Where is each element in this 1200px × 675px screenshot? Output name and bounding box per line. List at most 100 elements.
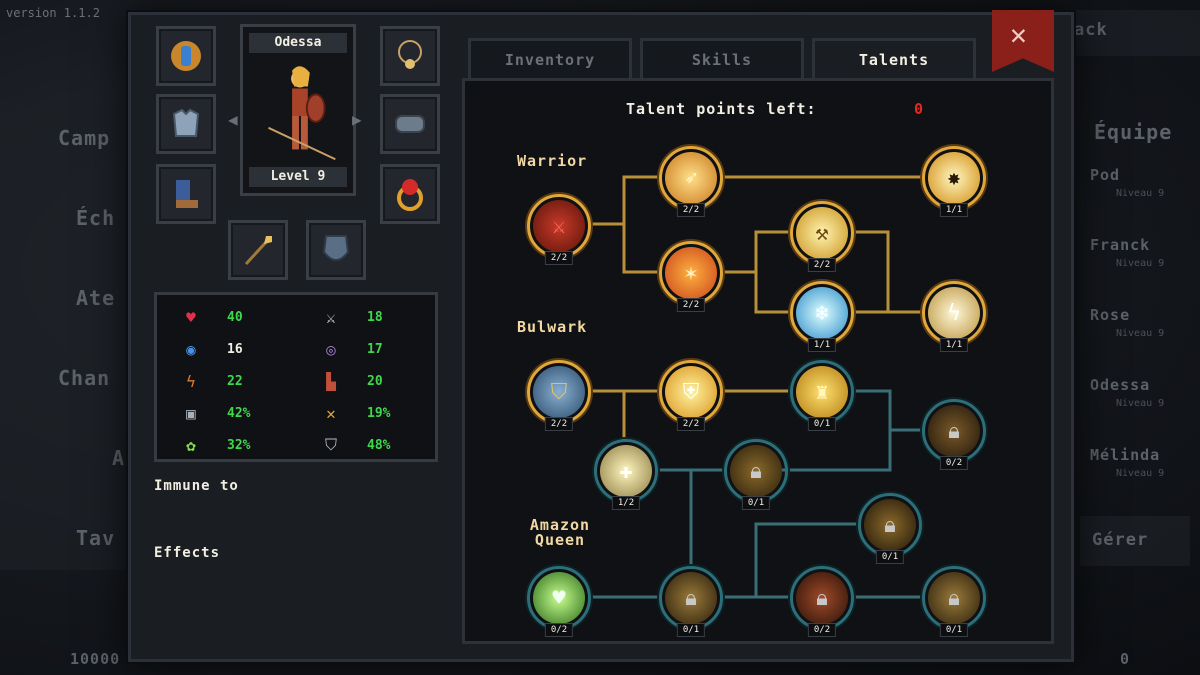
heart-icon: ♥ — [186, 307, 196, 327]
talent-node-b1[interactable]: ⛉ 2/2 — [527, 360, 591, 431]
bg-menu-item: Chan — [58, 366, 111, 390]
bg-team-title: Équipe — [1094, 120, 1173, 144]
bg-menu-item: Tav — [76, 526, 116, 550]
talent-node-w1[interactable]: ⚔ 2/2 — [527, 194, 591, 265]
shield-plus-icon: ⛉ — [533, 366, 585, 418]
talent-node-b3[interactable]: ♜ 0/1 — [790, 360, 854, 431]
bg-menu-item: A — [112, 446, 126, 470]
equip-slot-armor[interactable] — [156, 94, 216, 154]
talent-node-w2[interactable]: ➶ 2/2 — [659, 146, 723, 217]
talent-count: 1/2 — [611, 496, 641, 510]
talent-node-w3[interactable]: ✸ 1/1 — [922, 146, 986, 217]
talent-count: 2/2 — [544, 417, 574, 431]
talent-count: 2/2 — [676, 298, 706, 312]
talent-count: 0/2 — [544, 623, 574, 637]
glowing-shield-icon: ⛨ — [665, 366, 717, 418]
talent-node-a5[interactable]: 🔒︎ 0/1 — [922, 566, 986, 637]
talent-count: 1/1 — [807, 338, 837, 352]
bg-team-member: Franck — [1090, 236, 1151, 254]
hero-level: Level 9 — [249, 167, 347, 187]
bg-menu-item: Ate — [76, 286, 116, 310]
tab-skills[interactable]: Skills — [640, 38, 804, 78]
talent-count: 2/2 — [676, 417, 706, 431]
immune-label: Immune to — [154, 478, 239, 494]
talent-count: 0/1 — [875, 550, 905, 564]
talent-node-b4[interactable]: ✚ 1/2 — [594, 439, 658, 510]
talent-node-w4[interactable]: ✶ 2/2 — [659, 241, 723, 312]
stat-defense: ◉16 — [181, 339, 242, 359]
fire-strike-icon: ✶ — [665, 247, 717, 299]
talent-node-a3[interactable]: 🔒︎ 0/1 — [659, 566, 723, 637]
talent-node-a4[interactable]: 🔒︎ 0/2 — [790, 566, 854, 637]
talent-count: 1/1 — [939, 338, 969, 352]
bg-back-button — [1074, 10, 1200, 56]
equip-slot-ring[interactable] — [380, 164, 440, 224]
boots-icon — [176, 180, 198, 208]
bracer-icon — [395, 115, 425, 133]
hero-sprite — [268, 66, 336, 161]
prev-hero-arrow-icon[interactable]: ◀ — [228, 110, 238, 129]
talent-node-a2[interactable]: ♥ 0/2 — [527, 566, 591, 637]
amulet-icon — [398, 40, 422, 69]
stat-critical: ✕19% — [321, 403, 390, 423]
stat-value: 22 — [227, 373, 243, 389]
spear-icon — [244, 236, 272, 266]
talent-node-w7[interactable]: ϟ 1/1 — [922, 281, 986, 352]
talent-node-w5[interactable]: ⚒ 2/2 — [790, 201, 854, 272]
talent-count: 2/2 — [807, 258, 837, 272]
equip-slot-spear[interactable] — [228, 220, 288, 280]
tab-talents[interactable]: Talents — [812, 38, 976, 78]
talent-count: 0/2 — [807, 623, 837, 637]
bg-menu-item: Camp — [58, 126, 111, 150]
talent-count: 0/1 — [807, 417, 837, 431]
stat-attack: ⚔18 — [321, 307, 382, 327]
close-button[interactable]: ✕ — [992, 10, 1054, 72]
bg-gold-amount: 10000 — [70, 650, 121, 668]
stat-value: 40 — [227, 309, 243, 325]
locked-icon: 🔒︎ — [864, 499, 916, 551]
shield-icon — [322, 235, 350, 261]
swirl-icon: ◎ — [326, 339, 336, 359]
bg-team-level: Niveau 9 — [1116, 468, 1165, 479]
talent-node-b6[interactable]: 🔒︎ 0/2 — [922, 399, 986, 470]
stat-block: ⛉48% — [321, 435, 391, 455]
talent-node-b2[interactable]: ⛨ 2/2 — [659, 360, 723, 431]
green-heart-plus-icon: ♥ — [533, 572, 585, 624]
hero-name: Odessa — [249, 33, 347, 53]
close-icon[interactable]: ✕ — [1010, 18, 1027, 51]
equip-slot-weapon-special[interactable] — [156, 26, 216, 86]
crossed-swords-icon: ✕ — [326, 403, 336, 423]
talent-points-label: Talent points left: — [626, 100, 817, 118]
armor-plus-icon: ✚ — [600, 445, 652, 497]
talent-node-a1[interactable]: 🔒︎ 0/1 — [858, 493, 922, 564]
stat-value: 17 — [367, 341, 383, 357]
chest-armor-icon — [172, 108, 200, 137]
branch-warrior-label: Warrior — [517, 152, 588, 170]
sword-icon: ⚔ — [326, 307, 336, 327]
bg-back-label: ack — [1074, 20, 1108, 40]
talent-count: 2/2 — [676, 203, 706, 217]
bg-menu-item: Éch — [76, 206, 116, 230]
talent-count: 1/1 — [939, 203, 969, 217]
bg-left-menu — [0, 100, 128, 570]
hero-portrait: Odessa Level 9 — [240, 24, 356, 196]
locked-icon: 🔒︎ — [928, 405, 980, 457]
lightning-icon: ϟ — [186, 371, 196, 391]
bg-team-member: Rose — [1090, 306, 1131, 324]
tab-inventory[interactable]: Inventory — [468, 38, 632, 78]
talent-node-b5[interactable]: 🔒︎ 0/1 — [724, 439, 788, 510]
stat-agility: ▙20 — [321, 371, 382, 391]
bg-team-member: Mélinda — [1090, 446, 1161, 464]
stat-value: 16 — [227, 341, 243, 357]
talent-node-w6[interactable]: ❄ 1/1 — [790, 281, 854, 352]
talent-count: 0/1 — [676, 623, 706, 637]
equip-slot-bracer[interactable] — [380, 94, 440, 154]
equip-slot-boots[interactable] — [156, 164, 216, 224]
next-hero-arrow-icon[interactable]: ▶ — [352, 110, 362, 129]
stat-resistance: ✿32% — [181, 435, 250, 455]
locked-icon: 🔒︎ — [730, 445, 782, 497]
stat-value: 20 — [367, 373, 383, 389]
bg-manage-button — [1080, 516, 1190, 566]
equip-slot-amulet[interactable] — [380, 26, 440, 86]
equip-slot-shield[interactable] — [306, 220, 366, 280]
